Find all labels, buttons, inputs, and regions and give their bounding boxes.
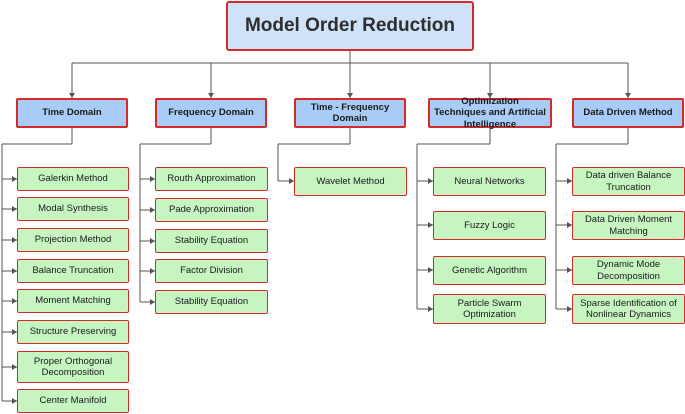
leaf-neural-networks: Neural Networks: [433, 167, 546, 196]
leaf-arrowhead: [428, 178, 433, 184]
leaf-arrowhead: [150, 268, 155, 274]
category-label: Data Driven Method: [583, 107, 673, 119]
leaf-data-driven-balance-truncation: Data driven Balance Truncation: [572, 167, 685, 196]
leaf-galerkin-method: Galerkin Method: [17, 167, 129, 191]
leaf-stability-equation: Stability Equation: [155, 229, 268, 253]
leaf-fuzzy-logic: Fuzzy Logic: [433, 211, 546, 240]
category-frequency-domain: Frequency Domain: [155, 98, 267, 128]
leaf-arrowhead: [150, 238, 155, 244]
leaf-routh-approximation: Routh Approximation: [155, 167, 268, 191]
leaf-pade-approximation: Pade Approximation: [155, 198, 268, 222]
leaf-moment-matching: Moment Matching: [17, 289, 129, 313]
category-label: Time - Frequency Domain: [310, 101, 390, 124]
leaf-stability-equation-2: Stability Equation: [155, 290, 268, 314]
category-time-domain: Time Domain: [16, 98, 128, 128]
leaf-wavelet-method: Wavelet Method: [294, 167, 407, 196]
leaf-arrowhead: [12, 268, 17, 274]
leaf-projection-method: Projection Method: [17, 228, 129, 252]
leaf-arrowhead: [428, 306, 433, 312]
category-arrowhead: [208, 93, 214, 98]
leaf-data-driven-moment-matching: Data Driven Moment Matching: [572, 211, 685, 240]
leaf-dynamic-mode-decomposition: Dynamic Mode Decomposition: [572, 256, 685, 285]
category-time-frequency-domain: Time - Frequency Domain: [294, 98, 406, 128]
leaf-arrowhead: [12, 237, 17, 243]
leaf-arrowhead: [150, 176, 155, 182]
root-node: Model Order Reduction: [226, 1, 474, 51]
leaf-genetic-algorithm: Genetic Algorithm: [433, 256, 546, 285]
root-title: Model Order Reduction: [244, 14, 456, 36]
leaf-arrowhead: [12, 176, 17, 182]
leaf-arrowhead: [567, 267, 572, 273]
leaf-arrowhead: [150, 207, 155, 213]
category-label: Optimization Techniques and Artificial I…: [434, 95, 546, 130]
leaf-particle-swarm-optimization: Particle Swarm Optimization: [433, 294, 546, 324]
leaf-arrowhead: [428, 222, 433, 228]
leaf-factor-division: Factor Division: [155, 259, 268, 283]
leaf-arrowhead: [150, 299, 155, 305]
leaf-arrowhead: [12, 364, 17, 370]
category-arrowhead: [347, 93, 353, 98]
leaf-arrowhead: [12, 206, 17, 212]
leaf-arrowhead: [567, 178, 572, 184]
leaf-arrowhead: [12, 298, 17, 304]
leaf-modal-synthesis: Modal Synthesis: [17, 197, 129, 221]
category-arrowhead: [69, 93, 75, 98]
category-label: Time Domain: [42, 107, 102, 119]
leaf-structure-preserving: Structure Preserving: [17, 320, 129, 344]
leaf-proper-orthogonal-decomposition: Proper Orthogonal Decomposition: [17, 351, 129, 383]
category-arrowhead: [625, 93, 631, 98]
leaf-arrowhead: [289, 178, 294, 184]
leaf-arrowhead: [12, 329, 17, 335]
category-optimization-ai: Optimization Techniques and Artificial I…: [428, 95, 552, 130]
leaf-center-manifold: Center Manifold: [17, 389, 129, 413]
leaf-sparse-identification: Sparse Identification of Nonlinear Dynam…: [572, 294, 685, 324]
leaf-arrowhead: [12, 398, 17, 404]
category-label: Frequency Domain: [168, 107, 254, 119]
leaf-arrowhead: [567, 222, 572, 228]
category-data-driven-method: Data Driven Method: [572, 98, 684, 128]
leaf-balance-truncation: Balance Truncation: [17, 259, 129, 283]
leaf-arrowhead: [567, 306, 572, 312]
leaf-arrowhead: [428, 267, 433, 273]
category-arrowhead: [487, 93, 493, 98]
